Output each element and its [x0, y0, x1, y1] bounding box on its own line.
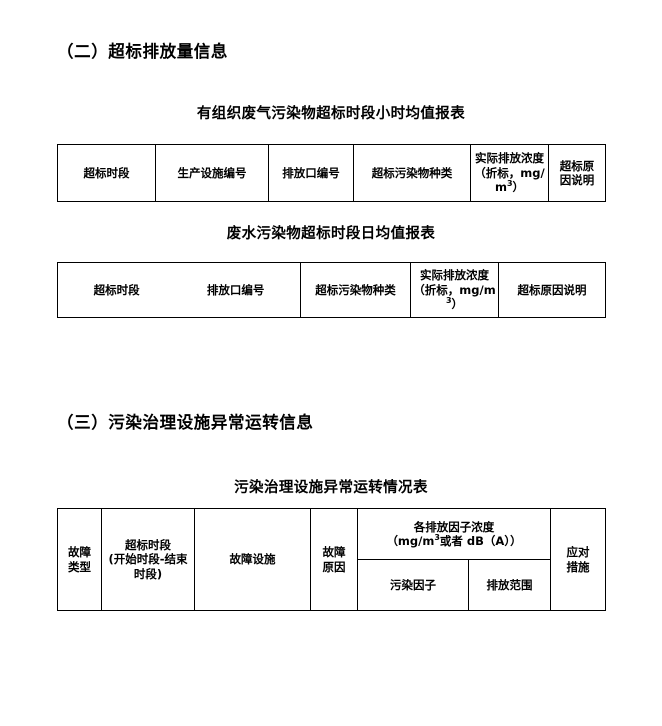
table-3-header-period: 超标时段 (开始时段-结束 时段): [101, 508, 195, 611]
reason-label-line2: 因说明: [559, 173, 595, 187]
table-2-header-pollutant-type: 超标污染物种类: [300, 262, 411, 318]
table-3-header-fault-reason: 故障 原因: [310, 508, 358, 611]
period-line2: (开始时段-结束: [108, 552, 188, 567]
table-1-caption: 有组织废气污染物超标时段小时均值报表: [196, 106, 466, 122]
table-3-header-emission-range: 排放范围: [467, 559, 552, 611]
superscript-three: 3: [445, 296, 452, 306]
period-line3: 时段): [133, 566, 163, 581]
group-label-line2a: （mg/m: [386, 534, 435, 548]
group-label-line1: 各排放因子浓度: [413, 519, 495, 534]
table-3-header-fault-type: 故障 类型: [57, 508, 102, 611]
table-2-caption: 废水污染物超标时段日均值报表: [226, 226, 436, 242]
fault-type-line2: 类型: [68, 559, 91, 574]
table-2-header-actual-concentration: 实际排放浓度 （折标，mg/m3）: [410, 262, 499, 318]
exceedance-wastewater-daily-table: 超标时段 排放口编号 超标污染物种类 实际排放浓度 （折标，mg/m3） 超标原…: [57, 262, 606, 318]
concentration-label-line3: ）: [451, 297, 464, 312]
table-row: 超标时段 生产设施编号 排放口编号 超标污染物种类 实际排放浓度 （折标，mg/…: [57, 144, 606, 202]
table-row: 污染因子 排放范围: [58, 559, 606, 611]
fault-reason-line1: 故障: [322, 545, 346, 560]
table-1-header-period: 超标时段: [57, 144, 156, 202]
table-2-header-reason: 超标原因说明: [498, 262, 606, 318]
table-3-caption: 污染治理设施异常运转情况表: [234, 480, 428, 496]
exceedance-air-hourly-table: 超标时段 生产设施编号 排放口编号 超标污染物种类 实际排放浓度 （折标，mg/…: [57, 144, 606, 202]
reason-label-line1: 超标原: [559, 158, 595, 173]
concentration-label-line1: 实际排放浓度: [420, 268, 489, 283]
table-3-header-fault-facility: 故障设施: [194, 508, 311, 611]
treatment-facility-abnormal-operation-table: 故障 类型 超标时段 (开始时段-结束 时段) 故障设施 故障 原因 各排放因子…: [57, 508, 607, 611]
concentration-label-line2: （折标，mg/m: [413, 282, 496, 297]
table-1-header-outlet-no: 排放口编号: [268, 144, 354, 202]
period-line1: 超标时段: [125, 537, 171, 552]
group-label-line2b: 或者 dB（A））: [439, 534, 522, 548]
table-3-header-pollution-factor: 污染因子: [357, 559, 469, 611]
concentration-label-line2: （折标，mg/m: [474, 165, 545, 195]
concentration-label-line1: 实际排放浓度: [475, 151, 544, 166]
table-1-header-facility-no: 生产设施编号: [155, 144, 269, 202]
table-3-header-emission-factor-concentration-group: 各排放因子浓度 （mg/m3或者 dB（A））: [356, 508, 552, 560]
fault-type-line1: 故障: [68, 545, 91, 560]
table-2-header-period-and-outlet: 超标时段 排放口编号: [57, 262, 301, 318]
countermeasure-line2: 措施: [566, 559, 590, 574]
fault-reason-line2: 原因: [322, 559, 346, 574]
table-1-header-actual-concentration: 实际排放浓度 （折标，mg/m3）: [470, 144, 549, 202]
section-heading-3: （三）污染治理设施异常运转信息: [57, 413, 314, 432]
table-1-header-pollutant-type: 超标污染物种类: [353, 144, 471, 202]
countermeasure-line1: 应对: [566, 545, 590, 560]
table-2-header-outlet-no: 排放口编号: [206, 282, 265, 297]
superscript-three: 3: [506, 179, 513, 189]
concentration-label-line3: ）: [512, 180, 525, 195]
table-1-header-reason: 超标原 因说明: [548, 144, 606, 202]
section-heading-2: （二）超标排放量信息: [57, 42, 228, 61]
table-row: 故障 类型 超标时段 (开始时段-结束 时段) 故障设施 故障 原因 各排放因子…: [57, 508, 607, 611]
superscript-three: 3: [434, 533, 440, 543]
table-row: 超标时段 排放口编号 超标污染物种类 实际排放浓度 （折标，mg/m3） 超标原…: [57, 262, 606, 318]
table-3-header-countermeasure: 应对 措施: [550, 508, 607, 611]
table-2-header-period: 超标时段: [93, 282, 140, 297]
